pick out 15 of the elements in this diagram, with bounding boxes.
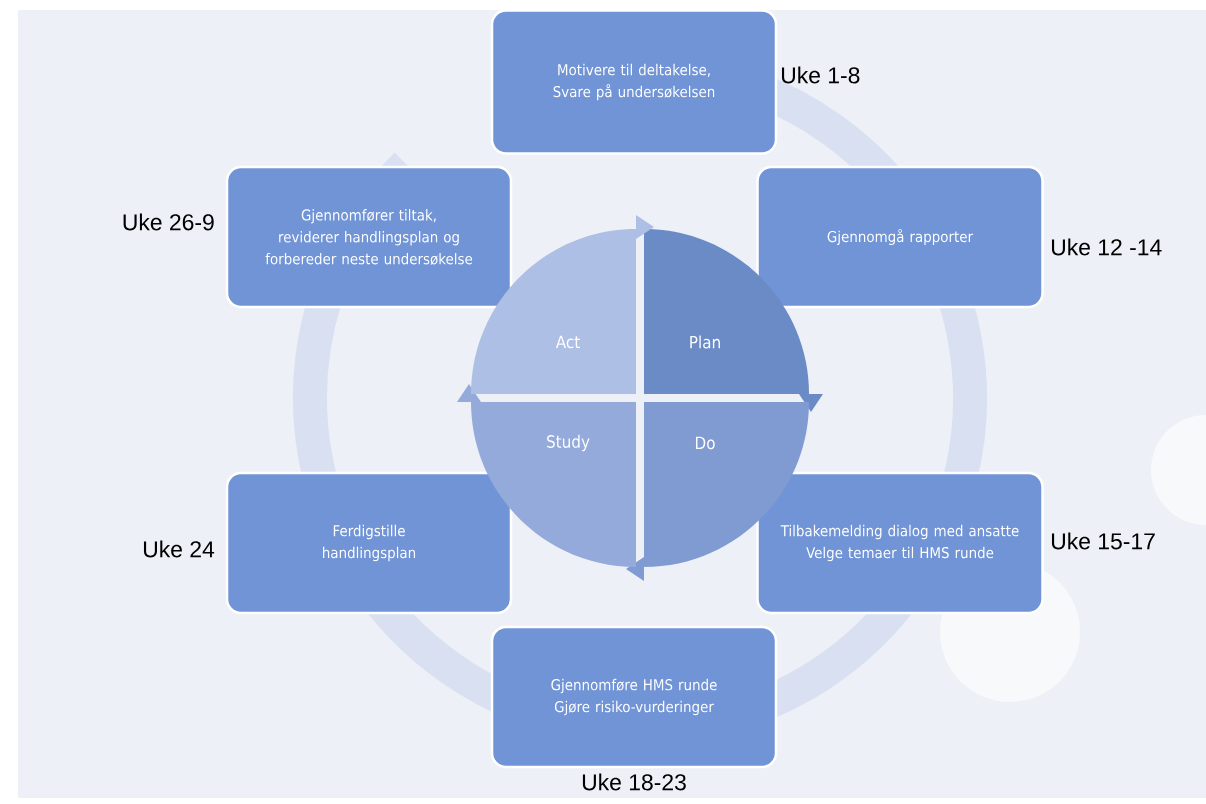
step-box: Gjennomgå rapporter [756, 165, 1044, 309]
pie-segment: Act [471, 215, 654, 394]
week-label: Uke 26-9 [123, 213, 214, 231]
step-box: Gjennomfører tiltak, reviderer handlingsplan og forbereder neste undersøkelse [225, 165, 513, 309]
week-label: Uke 15-17 [1051, 532, 1155, 550]
week-label: Uke 18-23 [582, 773, 686, 791]
step-box: Gjennomføre HMS runde Gjøre risiko-vurderinger [490, 625, 778, 769]
week-label: Uke 12 -14 [1051, 238, 1162, 256]
step-box: Ferdigstille handlingsplan [225, 471, 513, 615]
step-box: Motivere til deltakelse, Svare på undersøkelsen [490, 9, 778, 155]
pie-segment: Study [457, 384, 636, 567]
week-label: Uke 1-8 [781, 66, 860, 84]
step-box: Tilbakemelding dialog med ansatte Velge temaer til HMS runde [756, 471, 1044, 615]
pie-segment: Plan [644, 229, 823, 412]
week-label: Uke 24 [143, 540, 215, 558]
